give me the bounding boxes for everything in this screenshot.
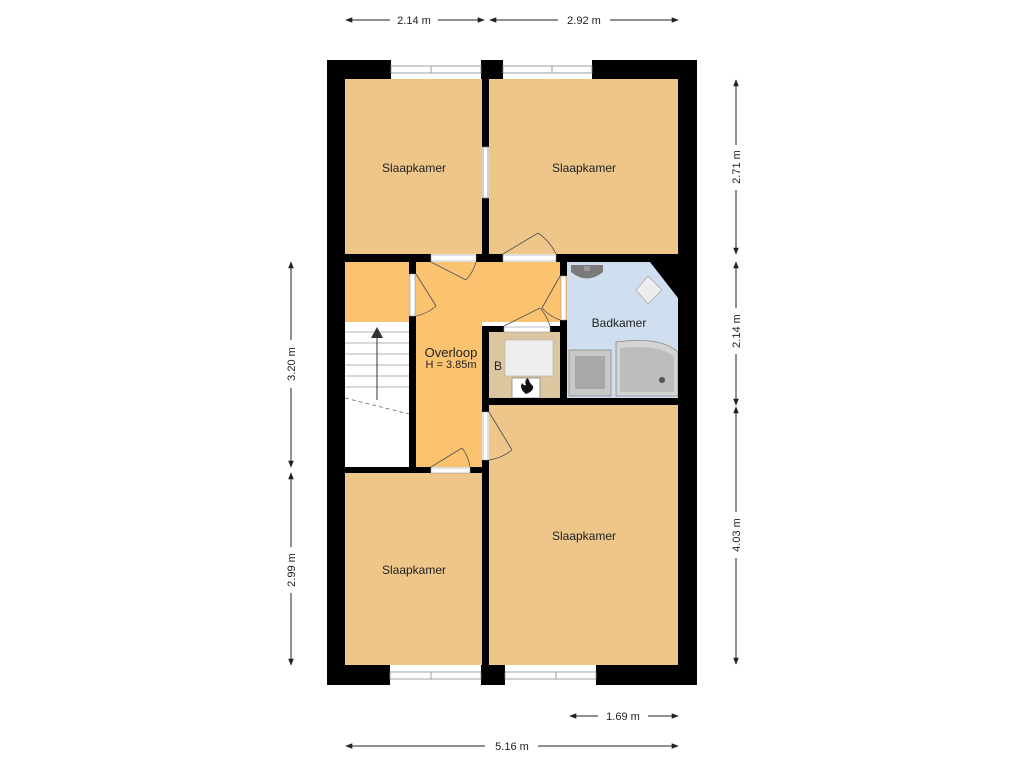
landing-height-label: H = 3.85m	[425, 359, 476, 371]
dimension-left-upper: 3.20 m	[286, 261, 298, 468]
bedroom-bottom-left-floor	[345, 473, 482, 665]
dimension-right-upper: 2.71 m	[731, 79, 743, 255]
stair-landing-floor	[345, 262, 409, 320]
bedroom-top-left-floor	[345, 79, 482, 254]
dimension-right-upper-label: 2.71 m	[731, 150, 743, 184]
room-label-bathroom: Badkamer	[592, 316, 647, 330]
room-label-bedroom-bottom-left: Slaapkamer	[382, 563, 446, 577]
dimension-left-lower-label: 2.99 m	[286, 553, 298, 587]
toilet-icon	[635, 275, 663, 305]
walls	[327, 60, 697, 685]
dimension-bottom-partial-label: 1.69 m	[606, 711, 640, 723]
window-top-left	[390, 65, 482, 74]
bathroom-fixtures	[568, 262, 679, 397]
dimension-right-lower-label: 4.03 m	[731, 518, 743, 552]
window-top-right	[502, 65, 593, 74]
dimension-right-lower: 4.03 m	[731, 406, 743, 665]
dimension-bottom-partial: 1.69 m	[569, 711, 679, 723]
bedroom-bottom-right-floor	[489, 405, 678, 665]
bedroom-top-right-floor	[489, 79, 678, 254]
windows	[389, 65, 597, 680]
dimension-right-middle-label: 2.14 m	[731, 314, 743, 348]
boiler-flame-icon	[521, 378, 534, 394]
boiler-closet	[504, 339, 554, 399]
dimension-bottom-total: 5.16 m	[345, 741, 679, 753]
dimension-bottom-total-label: 5.16 m	[495, 741, 529, 753]
room-label-bedroom-bottom-right: Slaapkamer	[552, 529, 616, 543]
landing-corridor-floor	[416, 262, 482, 467]
room-label-bedroom-top-right: Slaapkamer	[552, 161, 616, 175]
doors	[409, 232, 567, 474]
dimension-top-left-label: 2.14 m	[397, 15, 431, 27]
room-label-bedroom-top-left: Slaapkamer	[382, 161, 446, 175]
closet-label: B	[494, 359, 502, 373]
stair-direction-arrow-icon	[371, 327, 383, 338]
dimension-top-right: 2.92 m	[489, 15, 679, 27]
window-bottom-right	[504, 671, 597, 680]
dimension-left-lower: 2.99 m	[286, 472, 298, 666]
washbasin-icon	[571, 265, 603, 279]
dimension-left-upper-label: 3.20 m	[286, 347, 298, 381]
window-internal	[482, 146, 489, 199]
window-bottom-left	[389, 671, 482, 680]
dimension-top-left: 2.14 m	[345, 15, 485, 27]
dimension-top-right-label: 2.92 m	[567, 15, 601, 27]
room-label-landing: Overloop	[425, 345, 478, 360]
dimension-right-middle: 2.14 m	[731, 261, 743, 406]
staircase	[344, 322, 410, 467]
